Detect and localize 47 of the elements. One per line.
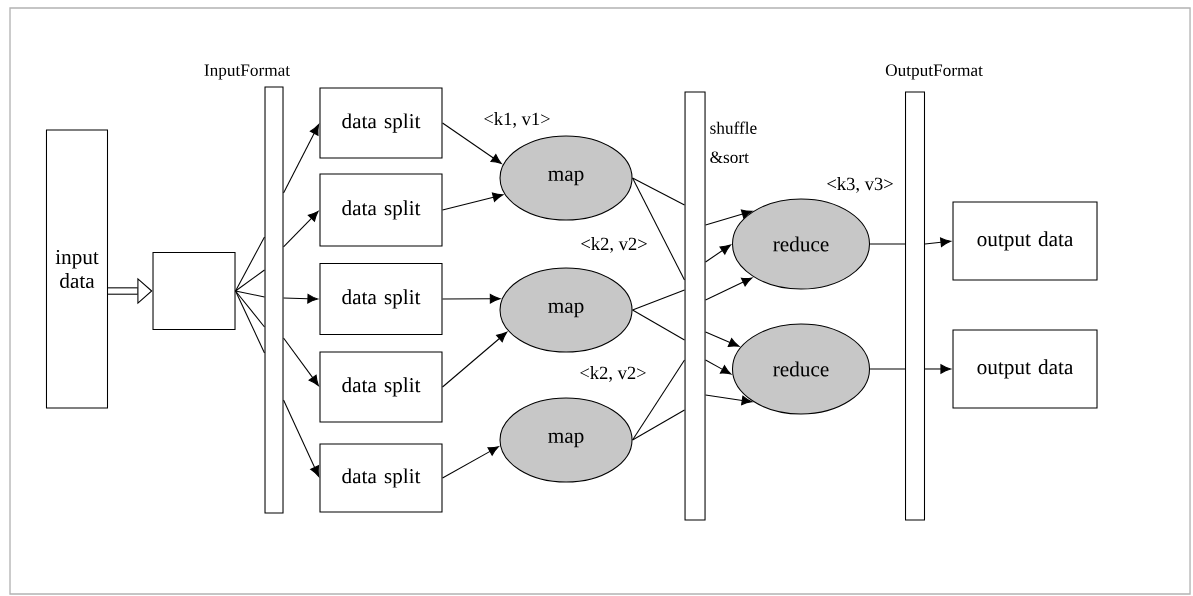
arrow (442, 446, 499, 479)
connector-line (632, 177, 686, 206)
arrow (442, 192, 504, 211)
key-value-label: <k2, v2> (579, 235, 650, 255)
arrow (283, 210, 319, 248)
arrow (705, 331, 740, 347)
process-box: input data (45, 129, 109, 409)
connector-line (632, 309, 686, 341)
connector-line (235, 236, 265, 292)
arrow (705, 209, 753, 226)
arrow (705, 244, 731, 263)
connector-line (632, 177, 686, 281)
connector-line (235, 290, 265, 354)
key-value-label: <k1, v1> (482, 110, 552, 130)
process-box: data split (319, 351, 443, 423)
arrow (705, 359, 732, 375)
connector-line (869, 243, 906, 245)
empty-box (152, 252, 236, 331)
connector-line (632, 409, 686, 441)
arrow (924, 364, 952, 374)
process-box: data split (319, 443, 443, 513)
arrow (442, 293, 501, 304)
arrow (283, 399, 320, 477)
key-value-label: <k3, v3> (825, 175, 896, 195)
arrow (283, 293, 319, 304)
key-value-label: <k2, v2> (578, 364, 648, 384)
arrow (283, 124, 320, 194)
arrow (705, 394, 753, 406)
connector-line (632, 359, 686, 441)
bar-label: shuffle &sort (710, 121, 757, 164)
connector-line (235, 290, 265, 328)
connector-line (235, 290, 265, 298)
bar-label: OutputFormat (885, 64, 983, 80)
process-box: output data (952, 201, 1098, 281)
connector-line (235, 269, 265, 292)
connector-line (632, 289, 686, 311)
process-box: data split (319, 262, 443, 335)
arrow (442, 331, 508, 388)
arrow (924, 237, 952, 248)
process-box: data split (319, 87, 443, 159)
process-box: data split (319, 173, 443, 247)
bar-label: InputFormat (204, 64, 290, 80)
connector-line (869, 368, 906, 370)
arrow (283, 337, 319, 386)
process-box: output data (952, 329, 1098, 409)
arrow (705, 277, 753, 301)
arrow (442, 122, 502, 165)
